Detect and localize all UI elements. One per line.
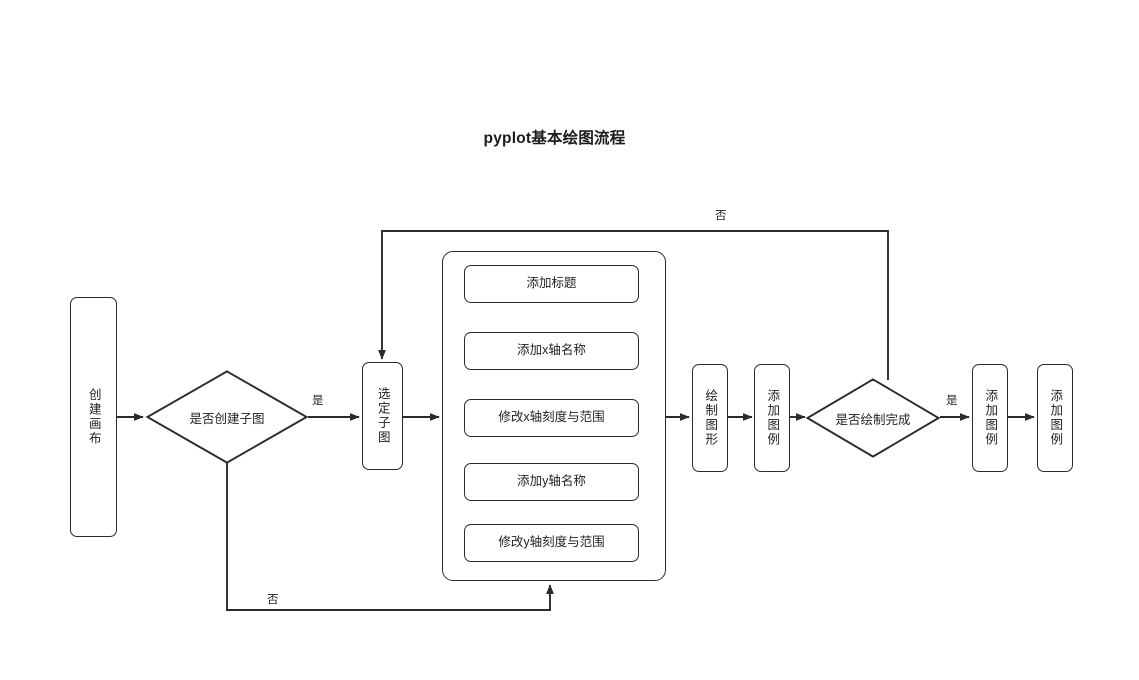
page-title: pyplot基本绘图流程	[0, 126, 1139, 148]
node-group-axes-container[interactable]: 添加标题 添加x轴名称 修改x轴刻度与范围 添加y轴名称 修改y轴刻度与范围	[442, 251, 666, 581]
node-add-ylabel[interactable]: 添加y轴名称	[464, 463, 639, 501]
node-add-legend-3-label: 添加图例	[1048, 389, 1063, 447]
node-add-xlabel[interactable]: 添加x轴名称	[464, 332, 639, 370]
node-add-legend-2-label: 添加图例	[983, 389, 998, 447]
edge-label-no-done: 否	[713, 207, 729, 223]
node-add-legend-3[interactable]: 添加图例	[1037, 364, 1073, 472]
node-add-legend-2[interactable]: 添加图例	[972, 364, 1008, 472]
node-add-ylabel-label: 添加y轴名称	[517, 474, 586, 489]
node-set-yticks-label: 修改y轴刻度与范围	[498, 535, 605, 550]
node-decision-draw-complete[interactable]: 是否绘制完成	[805, 378, 941, 458]
node-add-xlabel-label: 添加x轴名称	[517, 343, 586, 358]
node-create-canvas-label: 创建画布	[86, 388, 101, 446]
page-title-text: pyplot基本绘图流程	[483, 130, 626, 147]
node-select-subplot-label: 选定子图	[375, 387, 390, 445]
node-set-xticks[interactable]: 修改x轴刻度与范围	[464, 399, 639, 437]
node-add-title[interactable]: 添加标题	[464, 265, 639, 303]
node-create-canvas[interactable]: 创建画布	[70, 297, 117, 537]
node-set-yticks[interactable]: 修改y轴刻度与范围	[464, 524, 639, 562]
node-add-legend-1-label: 添加图例	[765, 389, 780, 447]
diamond-shape-create-subplot	[145, 370, 309, 464]
node-decision-create-subplot[interactable]: 是否创建子图	[145, 370, 309, 464]
node-add-legend-1[interactable]: 添加图例	[754, 364, 790, 472]
node-draw-figure[interactable]: 绘制图形	[692, 364, 728, 472]
edge-label-yes-subplot: 是	[310, 392, 326, 408]
node-decision-draw-complete-label: 是否绘制完成	[835, 412, 911, 427]
diamond-shape-draw-complete	[805, 378, 941, 458]
node-set-xticks-label: 修改x轴刻度与范围	[498, 410, 605, 425]
edge-label-no-subplot: 否	[265, 591, 281, 607]
node-draw-figure-label: 绘制图形	[703, 389, 718, 447]
node-select-subplot[interactable]: 选定子图	[362, 362, 403, 470]
edge-label-yes-done: 是	[944, 392, 960, 408]
node-decision-create-subplot-label: 是否创建子图	[189, 411, 265, 426]
node-add-title-label: 添加标题	[526, 276, 577, 291]
